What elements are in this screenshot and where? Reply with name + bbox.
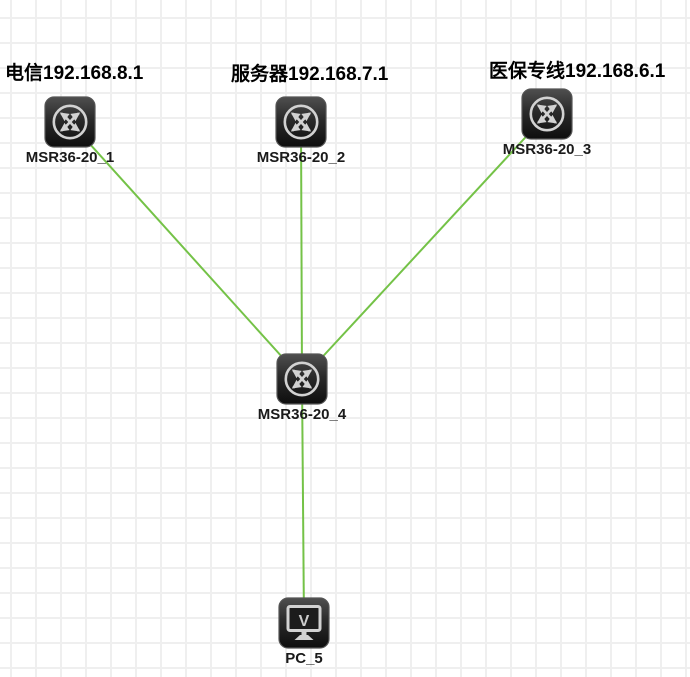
device-label: MSR36-20_1	[25, 149, 115, 166]
link-r1-r4[interactable]	[69, 121, 303, 380]
svg-text:V: V	[299, 613, 310, 630]
link-r3-r4[interactable]	[301, 113, 548, 380]
device-label: MSR36-20_4	[257, 406, 347, 423]
router-node-r4[interactable]: MSR36-20_4	[258, 353, 346, 423]
device-label: PC_5	[285, 650, 323, 667]
device-label: MSR36-20_3	[502, 141, 592, 158]
router-icon[interactable]	[521, 88, 573, 140]
link-r2-r4[interactable]	[300, 121, 303, 380]
router-node-r1[interactable]: MSR36-20_1	[26, 96, 114, 166]
router-icon[interactable]	[44, 96, 96, 148]
router-icon[interactable]	[276, 353, 328, 405]
link-r4-pc5[interactable]	[301, 378, 305, 624]
router-node-r2[interactable]: MSR36-20_2	[257, 96, 345, 166]
annotation-server[interactable]: 服务器192.168.7.1	[231, 64, 389, 85]
device-label: MSR36-20_2	[256, 149, 346, 166]
router-node-r3[interactable]: MSR36-20_3	[503, 88, 591, 158]
router-icon[interactable]	[275, 96, 327, 148]
pc-icon[interactable]: V	[278, 597, 330, 649]
annotation-telecom[interactable]: 电信192.168.8.1	[5, 63, 144, 84]
pc-node-pc5[interactable]: V PC_5	[278, 597, 330, 667]
annotation-medical-line[interactable]: 医保专线192.168.6.1	[489, 61, 666, 82]
